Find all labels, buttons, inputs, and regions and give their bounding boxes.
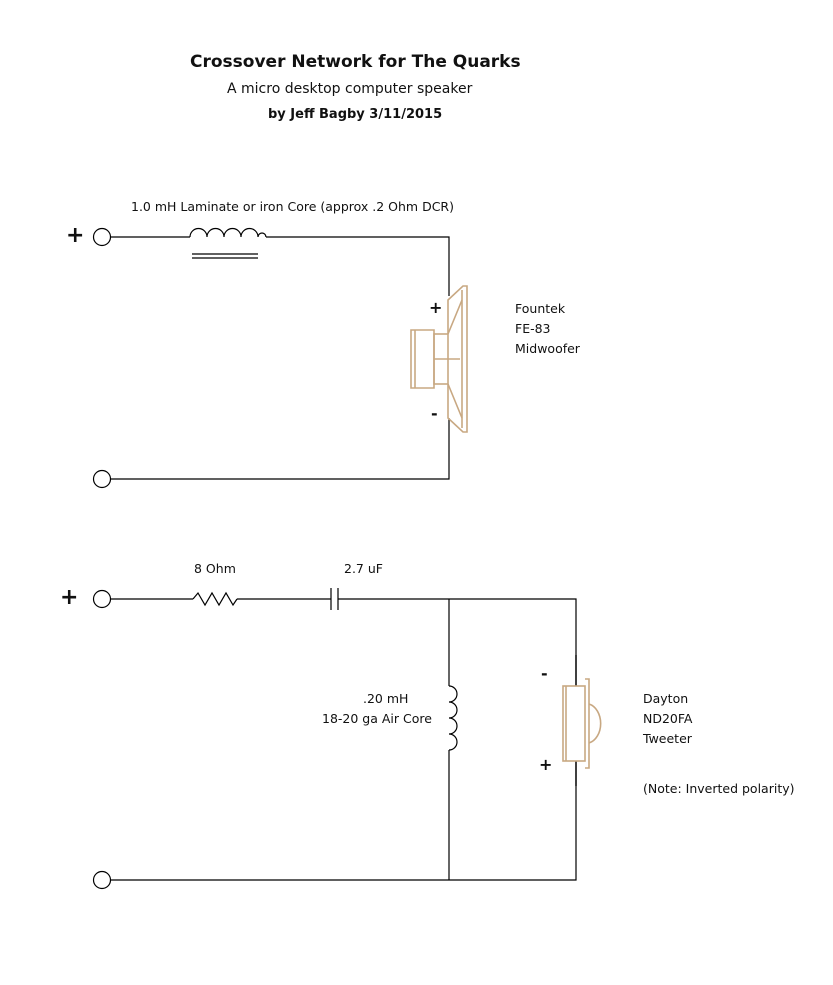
tweeter-resistor-label: 8 Ohm — [194, 561, 236, 576]
woofer-inductor-label: 1.0 mH Laminate or iron Core (approx .2 … — [131, 199, 454, 214]
tweeter-speaker-icon — [562, 678, 602, 769]
woofer-wire-top — [266, 236, 450, 296]
tweeter-resistor-symbol — [192, 591, 238, 607]
woofer-wire-bottom — [110, 418, 450, 480]
tweeter-driver-minus-sign: - — [541, 664, 548, 683]
tweeter-driver-name-line-2: ND20FA — [643, 711, 693, 726]
tweeter-driver-plus-sign: + — [539, 755, 553, 774]
page-subtitle: A micro desktop computer speaker — [227, 81, 473, 97]
woofer-positive-terminal — [92, 227, 112, 247]
woofer-driver-plus-sign: + — [429, 298, 443, 317]
woofer-driver-minus-sign: - — [431, 404, 438, 423]
tweeter-polarity-note: (Note: Inverted polarity) — [643, 781, 795, 796]
tweeter-driver-name-line-3: Tweeter — [643, 731, 692, 746]
woofer-negative-terminal — [92, 469, 112, 489]
tweeter-inductor-label-line-2: 18-20 ga Air Core — [322, 711, 432, 726]
tweeter-negative-terminal — [92, 870, 112, 890]
tweeter-capacitor-label: 2.7 uF — [344, 561, 383, 576]
tweeter-inductor-label-line-1: .20 mH — [363, 691, 409, 706]
tweeter-shunt-inductor-symbol — [448, 685, 458, 751]
woofer-driver-name-line-1: Fountek — [515, 301, 566, 316]
woofer-driver-name-line-3: Midwoofer — [515, 341, 580, 356]
page-byline: by Jeff Bagby 3/11/2015 — [268, 107, 443, 122]
woofer-input-plus-sign: + — [66, 223, 85, 248]
woofer-speaker-icon — [410, 285, 468, 433]
tweeter-input-plus-sign: + — [60, 585, 79, 610]
tweeter-driver-name-line-1: Dayton — [643, 691, 689, 706]
tweeter-positive-terminal — [92, 589, 112, 609]
woofer-inductor-symbol — [189, 227, 267, 238]
tweeter-wire-top — [338, 598, 577, 655]
page-title: Crossover Network for The Quarks — [190, 52, 521, 72]
woofer-driver-name-line-2: FE-83 — [515, 321, 551, 336]
tweeter-wire-bottom — [110, 786, 577, 881]
